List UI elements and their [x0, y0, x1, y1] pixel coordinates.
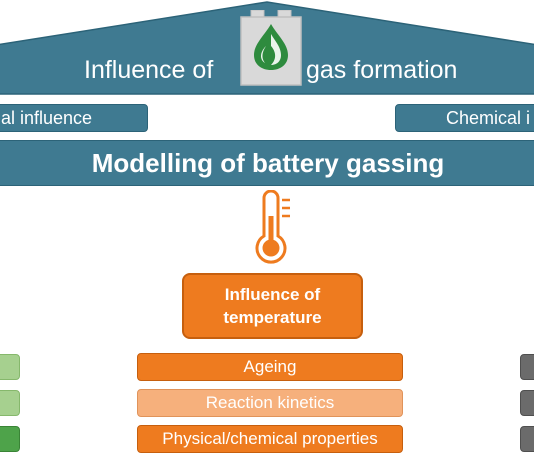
modelling-band: Modelling of battery gassing — [0, 140, 534, 186]
physical-chemical-properties-label: Physical/chemical properties — [162, 429, 378, 448]
drop-icon — [248, 22, 294, 72]
ageing-item: Ageing — [137, 353, 403, 381]
thermometer-icon — [252, 189, 296, 266]
reaction-kinetics-item: Reaction kinetics — [137, 389, 403, 417]
temperature-influence-box: Influence of temperature — [182, 273, 363, 339]
roof-title-left: Influence of — [84, 56, 214, 84]
physical-chemical-properties-item: Physical/chemical properties — [137, 425, 403, 453]
ageing-label: Ageing — [243, 357, 297, 376]
left-column-box-3 — [0, 426, 20, 452]
right-column-box-1 — [520, 354, 534, 380]
chemical-influence-pill: Chemical i — [395, 104, 534, 132]
physical-influence-pill: al influence — [0, 104, 148, 132]
right-column-box-3 — [520, 426, 534, 452]
right-column-box-2 — [520, 390, 534, 416]
chemical-influence-label: Chemical i — [446, 108, 531, 128]
left-column-box-1 — [0, 354, 20, 380]
physical-influence-label: al influence — [1, 108, 93, 128]
center-box-line1: Influence of — [224, 285, 321, 304]
center-box-line2: temperature — [223, 308, 322, 327]
reaction-kinetics-label: Reaction kinetics — [205, 393, 335, 412]
roof-title-right: gas formation — [306, 56, 458, 84]
left-column-box-2 — [0, 390, 20, 416]
band-title: Modelling of battery gassing — [91, 148, 445, 178]
